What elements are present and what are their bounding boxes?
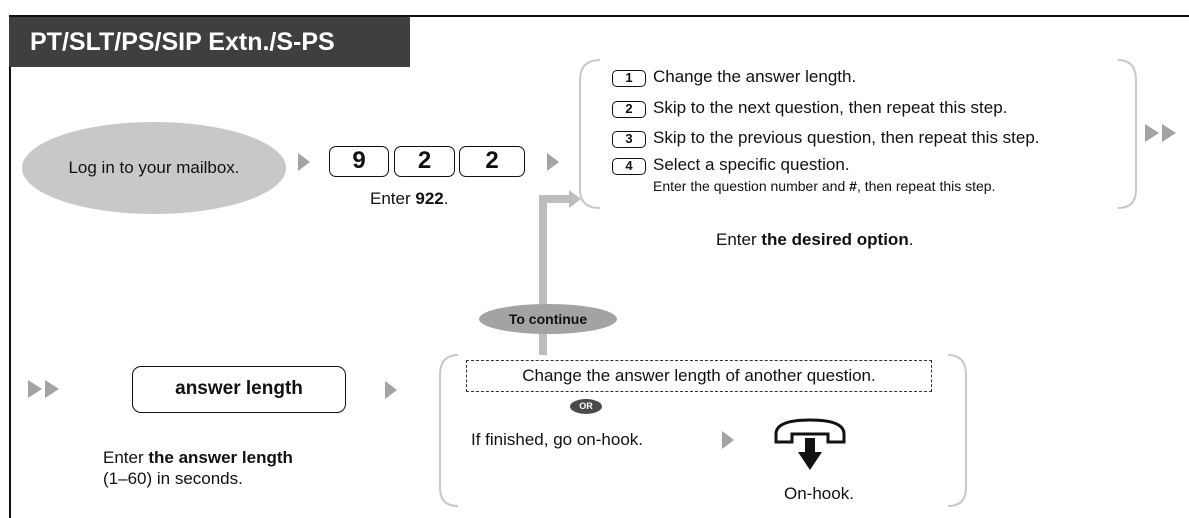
or-badge: OR (570, 399, 602, 414)
continue-arrow-icon (1162, 124, 1176, 142)
option-key-3: 3 (612, 131, 646, 148)
loop-connector (539, 195, 569, 203)
on-hook-label: On-hook. (784, 484, 854, 503)
to-continue-badge: To continue (479, 304, 617, 334)
option-text: Skip to the next question, then repeat t… (653, 98, 1008, 117)
option-key-4: 4 (612, 158, 646, 175)
change-another-option: Change the answer length of another ques… (466, 360, 932, 392)
continue-arrow-icon (1145, 124, 1159, 142)
answer-length-desc: Enter the answer length (103, 448, 293, 467)
answer-length-box: answer length (132, 366, 346, 413)
key-9: 9 (329, 146, 389, 177)
arrow-right-icon (385, 381, 397, 399)
on-hook-phone-icon (774, 418, 846, 470)
frame-left-border (9, 15, 11, 518)
key-2: 2 (459, 146, 525, 177)
enter-option-label: Enter the desired option. (716, 230, 914, 249)
enter-code-label: Enter 922. (370, 189, 449, 208)
title-tab: PT/SLT/PS/SIP Extn./S-PS (9, 17, 410, 67)
option-key-2: 2 (612, 101, 646, 118)
continue-arrow-icon (28, 380, 42, 398)
option-text: Select a specific question. (653, 155, 850, 174)
login-step: Log in to your mailbox. (22, 122, 286, 214)
option-text: Change the answer length. (653, 67, 857, 86)
option-text: Skip to the previous question, then repe… (653, 128, 1040, 147)
arrow-right-icon (722, 431, 734, 449)
frame-top-border (9, 15, 1189, 17)
option-subtext: Enter the question number and #, then re… (653, 178, 996, 194)
key-2: 2 (394, 146, 455, 177)
answer-length-range: (1–60) in seconds. (103, 469, 243, 488)
loop-connector (539, 195, 547, 355)
continue-arrow-icon (45, 380, 59, 398)
option-key-1: 1 (612, 70, 646, 87)
arrow-right-icon (569, 190, 581, 208)
arrow-right-icon (298, 153, 310, 171)
finished-label: If finished, go on-hook. (471, 430, 644, 449)
arrow-right-icon (547, 153, 559, 171)
